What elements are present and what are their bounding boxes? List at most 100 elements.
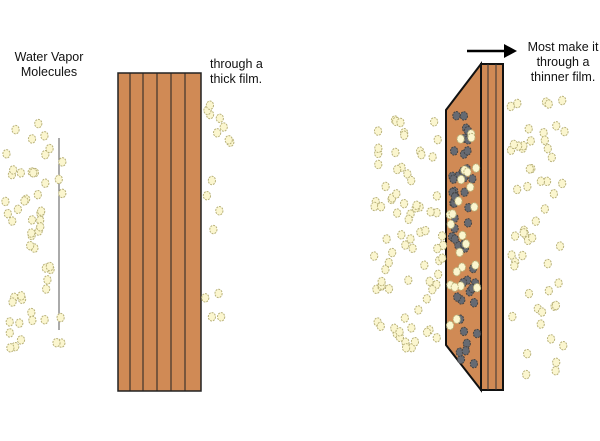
molecule <box>559 340 568 351</box>
molecule <box>558 178 567 189</box>
molecule <box>539 128 548 138</box>
trapped-molecule <box>459 326 469 337</box>
molecule <box>414 305 423 315</box>
molecule <box>542 176 552 187</box>
molecule <box>543 258 552 269</box>
molecule <box>552 357 561 368</box>
molecule <box>5 328 14 338</box>
molecule <box>400 130 409 140</box>
molecule <box>522 369 531 380</box>
molecule <box>518 250 527 261</box>
molecule <box>446 219 455 230</box>
molecule <box>507 250 516 260</box>
molecule <box>40 131 49 141</box>
molecule <box>377 276 386 287</box>
molecule <box>9 165 18 175</box>
label-line: Water Vapor <box>14 50 84 64</box>
molecule <box>207 312 216 322</box>
trapped-molecule <box>456 354 466 365</box>
molecule <box>2 149 11 159</box>
molecule <box>537 307 547 317</box>
molecule <box>401 240 410 250</box>
molecule <box>381 264 390 275</box>
molecule <box>510 261 519 271</box>
molecule <box>370 251 379 261</box>
molecule <box>513 98 522 109</box>
molecule <box>219 122 228 132</box>
molecule <box>417 149 426 160</box>
molecule <box>8 297 17 307</box>
molecule <box>544 285 553 296</box>
molecule <box>37 206 46 216</box>
molecule <box>508 311 517 322</box>
molecule <box>399 198 409 209</box>
molecule <box>215 206 224 216</box>
trapped-molecule <box>460 187 469 197</box>
molecule <box>558 95 567 106</box>
molecule <box>466 182 475 192</box>
molecule <box>13 204 23 215</box>
molecule <box>461 239 471 249</box>
label-line: through a <box>536 55 590 69</box>
molecule <box>33 189 42 200</box>
molecule <box>56 312 65 323</box>
molecule <box>5 317 14 327</box>
molecule <box>412 200 421 210</box>
molecule <box>546 334 556 344</box>
molecule <box>430 117 439 127</box>
molecule <box>34 118 43 129</box>
molecule <box>224 135 233 145</box>
trapped-molecule <box>450 146 459 156</box>
trapped-molecule <box>468 174 477 184</box>
molecule <box>391 147 400 158</box>
molecule <box>525 164 534 174</box>
molecule <box>434 269 443 280</box>
molecule <box>523 181 532 192</box>
molecule <box>201 293 210 303</box>
molecule <box>36 215 45 226</box>
molecule <box>16 168 25 178</box>
molecule <box>470 202 479 212</box>
molecule <box>207 175 217 186</box>
molecule <box>382 234 391 244</box>
trapped-molecule <box>472 328 482 339</box>
molecule <box>397 230 406 240</box>
molecule <box>401 343 411 353</box>
molecule <box>388 247 397 258</box>
molecule <box>376 321 385 331</box>
molecule <box>209 224 218 235</box>
molecule <box>509 139 518 150</box>
molecule <box>406 234 415 244</box>
trapped-molecule <box>450 234 459 244</box>
molecule <box>421 225 430 236</box>
molecule <box>463 167 472 177</box>
molecule <box>6 343 15 353</box>
molecule <box>376 202 386 212</box>
molecule <box>41 149 50 160</box>
molecule <box>446 320 455 331</box>
trapped-molecule <box>463 218 473 228</box>
molecule <box>381 181 390 192</box>
molecule <box>422 327 432 337</box>
molecule <box>547 152 556 163</box>
molecule <box>54 174 63 185</box>
molecule <box>58 188 67 199</box>
thin-film <box>445 61 504 393</box>
molecule <box>214 288 223 299</box>
molecule <box>540 135 549 145</box>
molecule <box>410 337 420 347</box>
molecule <box>510 231 520 241</box>
molecule <box>528 233 537 243</box>
molecule <box>551 366 560 376</box>
trapped-molecule <box>459 111 469 121</box>
water-vapor-molecules <box>1 95 569 380</box>
molecule <box>420 260 429 270</box>
molecule <box>408 243 417 253</box>
molecule <box>29 168 38 178</box>
trapped-molecule <box>452 111 461 121</box>
molecule <box>16 335 26 345</box>
molecule <box>433 134 442 145</box>
molecule <box>425 276 434 287</box>
molecule <box>524 124 533 134</box>
molecule <box>457 174 466 185</box>
